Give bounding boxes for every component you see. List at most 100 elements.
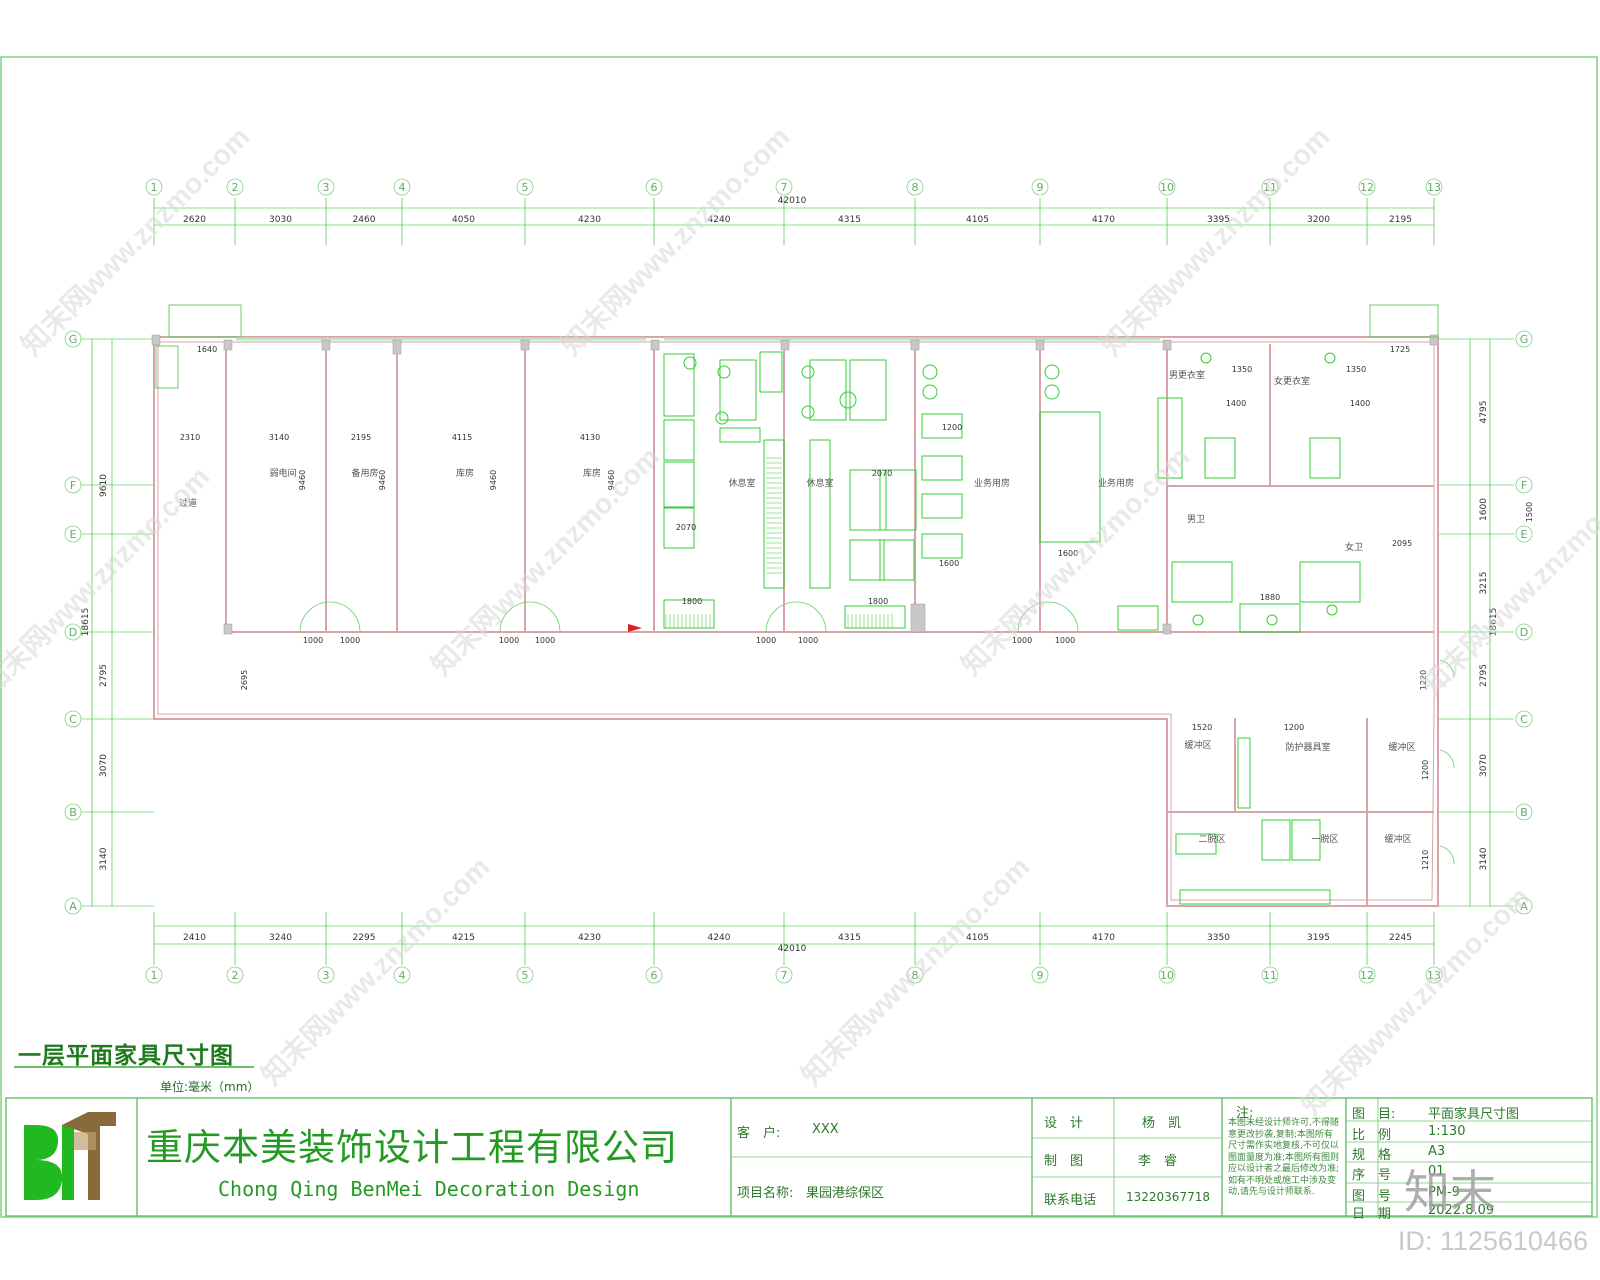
axis-number: 7 bbox=[781, 969, 788, 982]
axis-number: 4 bbox=[399, 181, 406, 194]
project-label: 项目名称: bbox=[737, 1186, 794, 1201]
drawing-number-value: PM-9 bbox=[1428, 1185, 1461, 1200]
room-dimension: 1000 bbox=[499, 636, 519, 645]
furniture-item bbox=[879, 469, 917, 531]
dimension-value: 4230 bbox=[578, 933, 601, 943]
plan-title-underline bbox=[14, 1066, 254, 1068]
dimension-total: 18615 bbox=[81, 608, 91, 637]
furniture-item bbox=[921, 413, 963, 439]
fixture-item bbox=[801, 365, 815, 379]
furniture-item bbox=[849, 359, 887, 421]
size-value: A3 bbox=[1428, 1144, 1446, 1159]
dimension-value: 2195 bbox=[1389, 215, 1412, 225]
door-swing bbox=[1439, 845, 1455, 865]
furniture-layer bbox=[628, 351, 1361, 905]
axis-bubble bbox=[516, 178, 534, 196]
drawing-name-label: 图 目: bbox=[1352, 1107, 1396, 1122]
furniture-item bbox=[1039, 411, 1101, 543]
dimension-value: 2410 bbox=[183, 933, 206, 943]
furniture-item bbox=[719, 359, 757, 421]
dimension-value: 9610 bbox=[99, 474, 109, 497]
furniture-item bbox=[759, 351, 783, 393]
axis-bubble bbox=[516, 966, 534, 984]
axis-bubble bbox=[226, 178, 244, 196]
dimension-value: 4105 bbox=[966, 215, 989, 225]
axis-number: 8 bbox=[912, 181, 919, 194]
axis-number: 11 bbox=[1263, 181, 1277, 194]
axis-bubble bbox=[1515, 330, 1533, 348]
furniture-item bbox=[849, 539, 885, 581]
draw-value: 李 睿 bbox=[1138, 1154, 1178, 1169]
furniture-item bbox=[1157, 397, 1183, 479]
axis-number: 13 bbox=[1427, 969, 1441, 982]
image-id: ID: 1125610466 bbox=[1397, 1226, 1588, 1256]
room-dimension: 1400 bbox=[1350, 399, 1370, 408]
dimension-value: 4240 bbox=[708, 215, 731, 225]
axis-number: 2 bbox=[232, 181, 239, 194]
date-value: 2022.8.09 bbox=[1428, 1203, 1495, 1218]
axis-bubble bbox=[775, 178, 793, 196]
furniture-item bbox=[849, 469, 887, 531]
dimension-value: 4315 bbox=[838, 933, 861, 943]
axis-bubble bbox=[1515, 525, 1533, 543]
furniture-item bbox=[663, 419, 695, 461]
phone-value: 13220367718 bbox=[1126, 1190, 1210, 1204]
note-text: 本图未经设计师许可,不得随意更改抄袭,复制;本图所有尺寸需作实地复核,不可仅以图… bbox=[1228, 1118, 1340, 1197]
furniture-item bbox=[1117, 605, 1159, 631]
seq-value: 01 bbox=[1428, 1164, 1445, 1179]
room-dimension: 2070 bbox=[676, 523, 696, 532]
room-label: 男卫 bbox=[1187, 514, 1205, 525]
room-dimension: 1500 bbox=[1525, 502, 1534, 522]
room-dimension: 1210 bbox=[1421, 850, 1430, 870]
axis-bubble bbox=[1515, 803, 1533, 821]
axis-bubble bbox=[1158, 966, 1176, 984]
room-label: 男更衣室 bbox=[1169, 369, 1205, 381]
furniture-item bbox=[1237, 737, 1251, 809]
design-label: 设 计 bbox=[1044, 1116, 1084, 1131]
room-dimension: 1350 bbox=[1346, 365, 1366, 374]
room-label: 缓冲区 bbox=[1384, 833, 1411, 845]
room-dimension: 2695 bbox=[240, 670, 249, 690]
furniture-item bbox=[1175, 833, 1217, 855]
axis-bubble bbox=[1261, 966, 1279, 984]
dimension-value: 3140 bbox=[1479, 847, 1489, 870]
client-value: XXX bbox=[812, 1122, 839, 1137]
room-dimension: 9460 bbox=[298, 470, 307, 490]
room-label: 业务用房 bbox=[974, 477, 1010, 489]
room-dimension: 1800 bbox=[682, 597, 702, 606]
axis-bubble bbox=[145, 966, 163, 984]
dimension-value: 3395 bbox=[1207, 215, 1230, 225]
room-dimension: 1000 bbox=[756, 636, 776, 645]
building-walls bbox=[153, 336, 1439, 907]
room-label: 弱电间 bbox=[269, 467, 296, 479]
axis-bubble bbox=[64, 897, 82, 915]
room-dimension: 1200 bbox=[1284, 723, 1304, 732]
room-dimension: 9460 bbox=[607, 470, 616, 490]
dimension-value: 4240 bbox=[708, 933, 731, 943]
client-label: 客 户: bbox=[737, 1126, 781, 1141]
dimension-total: 42010 bbox=[778, 196, 807, 206]
room-dimension: 1000 bbox=[340, 636, 360, 645]
axis-bubble bbox=[1515, 476, 1533, 494]
axis-number: 12 bbox=[1360, 181, 1374, 194]
axis-bubble bbox=[393, 966, 411, 984]
structural-columns bbox=[151, 334, 1439, 635]
dimension-value: 4170 bbox=[1092, 215, 1115, 225]
room-label: 库房 bbox=[456, 467, 474, 479]
room-label: 缓冲区 bbox=[1184, 739, 1211, 751]
fixture-item bbox=[1324, 352, 1336, 364]
scale-value: 1:130 bbox=[1428, 1124, 1466, 1139]
dimension-value: 4795 bbox=[1479, 401, 1489, 424]
axis-letter: B bbox=[69, 806, 77, 819]
axis-bubble bbox=[1261, 178, 1279, 196]
room-labels: 过道弱电间备用房库房库房休息室休息室业务用房业务用房男更衣室女更衣室男卫女卫缓冲… bbox=[179, 345, 1534, 870]
axis-letter: E bbox=[70, 528, 77, 541]
door-swing bbox=[529, 601, 561, 633]
dimension-total: 18615 bbox=[1489, 608, 1499, 637]
phone-label: 联系电话 bbox=[1044, 1193, 1097, 1208]
room-dimension: 2070 bbox=[872, 469, 892, 478]
room-label: 休息室 bbox=[728, 477, 755, 489]
room-label: 防护器具室 bbox=[1285, 741, 1330, 753]
fixture-item bbox=[839, 391, 857, 409]
axis-number: 7 bbox=[781, 181, 788, 194]
